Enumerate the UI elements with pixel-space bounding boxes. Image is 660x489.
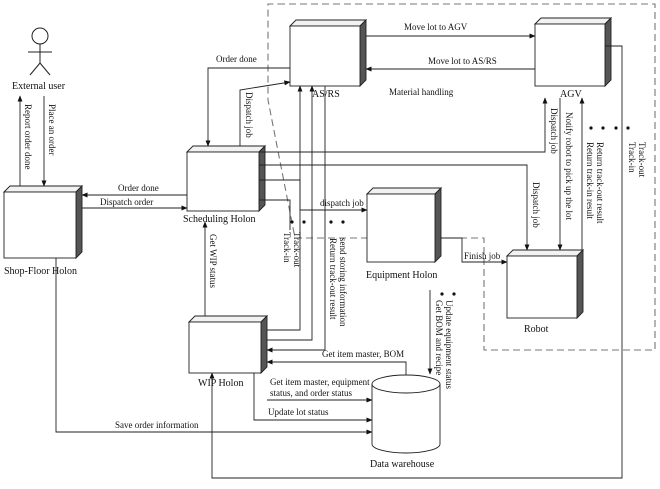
edge-update-lot-status-label: Update lot status <box>268 407 329 417</box>
scheduling-holon-box <box>185 144 267 213</box>
asrs-label: AS/RS <box>312 89 340 100</box>
edge-place-order-label: Place an order <box>47 104 57 155</box>
bullet-dot <box>341 220 345 224</box>
edge-dispatch-job-robot <box>259 164 530 251</box>
edge-dispatch-job-agv-label: Dispatch job <box>549 108 559 154</box>
edge-get-item-master-bom-label: Get item master, BOM <box>322 349 404 359</box>
shop-floor-holon-box <box>2 184 84 260</box>
robot-label: Robot <box>524 324 549 335</box>
bullet-dot <box>452 292 456 296</box>
edge-dispatch-job-robot-label: Dispatch job <box>531 182 541 228</box>
bullet-dot <box>290 220 294 224</box>
edge-status-order-label: status, and order status <box>270 388 352 398</box>
material-handling-label: Material handling <box>389 87 454 97</box>
edge-order-done-top-label: Order done <box>216 54 257 64</box>
external-user-label: External user <box>12 81 66 92</box>
edge-scheduling-right-loop <box>259 199 291 230</box>
asrs-box <box>288 18 368 88</box>
edge-finish-job-label: Finish job <box>464 251 501 261</box>
edge-dispatch-order-label: Dispatch order <box>100 197 153 207</box>
edge-save-order-info-label: Save order information <box>115 420 199 430</box>
agv-box <box>533 16 613 88</box>
bullet-dot <box>614 126 618 130</box>
wip-holon-label: WIP Holon <box>198 378 243 389</box>
edge-return-track-out-mid-label: Return track-out result <box>328 238 338 320</box>
bullet-dot <box>329 220 333 224</box>
edge-report-order-done-label: Report order done <box>23 104 33 169</box>
edge-move-lot-asrs-label: Move lot to AS/RS <box>428 56 497 66</box>
material-handling-region <box>267 3 656 351</box>
edge-dispatch-job-asrs-label: Dispatch job <box>244 92 254 138</box>
edge-track-out-mid <box>267 85 315 341</box>
edge-notify-robot-label: Notify robot to pick up the lot <box>564 112 574 220</box>
edge-update-eq-status-label: Update equipment status <box>444 300 454 389</box>
edge-return-track-out-mid <box>266 86 326 353</box>
edge-order-done-shop-label: Order done <box>118 183 159 193</box>
edge-return-track-out-label: Return track-out result <box>595 142 605 224</box>
edge-track-out-mid-label: Track-out <box>292 232 302 268</box>
external-user-actor <box>28 27 52 76</box>
edge-track-in-mid <box>267 85 303 331</box>
edge-order-done-top <box>205 67 290 147</box>
scheduling-holon-label: Scheduling Holon <box>183 214 256 225</box>
bullet-dot <box>601 126 605 130</box>
bullet-dot <box>589 126 593 130</box>
edge-track-out-right-label: Track-out <box>637 142 647 178</box>
edge-dispatch-job-agv <box>259 97 548 153</box>
edge-track-in-right-label: Track-in <box>627 142 637 173</box>
equipment-holon-label: Equipment Holon <box>366 270 437 281</box>
agv-label: AGV <box>560 89 582 100</box>
equipment-holon-box <box>365 186 443 264</box>
edge-track-in-mid-label: Track-in <box>282 232 292 263</box>
data-warehouse-label: Data warehouse <box>370 459 435 470</box>
edge-get-item-master-eq-label: Get item master, equipment <box>270 377 370 387</box>
edge-move-lot-agv-label: Move lot to AGV <box>404 22 468 32</box>
bullet-dot <box>302 220 306 224</box>
data-warehouse-cylinder <box>371 374 441 454</box>
edge-get-wip-status-label: Get WIP status <box>208 234 218 288</box>
edge-save-order-info <box>55 258 373 435</box>
edge-dispatch-job-equipment-label: dispatch job <box>320 198 364 208</box>
shop-floor-holon-label: Shop-Floor Holon <box>4 266 77 277</box>
bullet-dot <box>440 292 444 296</box>
edge-agv-wip-loop <box>209 45 623 479</box>
edge-dispatch-job-asrs <box>239 80 291 146</box>
wip-holon-box <box>187 314 269 375</box>
edge-get-item-master-bom <box>266 359 407 375</box>
edge-send-storing-label: send storing information <box>338 238 348 327</box>
edge-update-lot-status <box>253 373 373 423</box>
edge-finish-job <box>441 237 508 265</box>
robot-box <box>505 248 585 320</box>
edge-get-bom-label: Get BOM and recipe <box>434 300 444 375</box>
bullet-dot <box>626 126 630 130</box>
edge-return-track-in-label: Return track-in result <box>585 142 595 219</box>
